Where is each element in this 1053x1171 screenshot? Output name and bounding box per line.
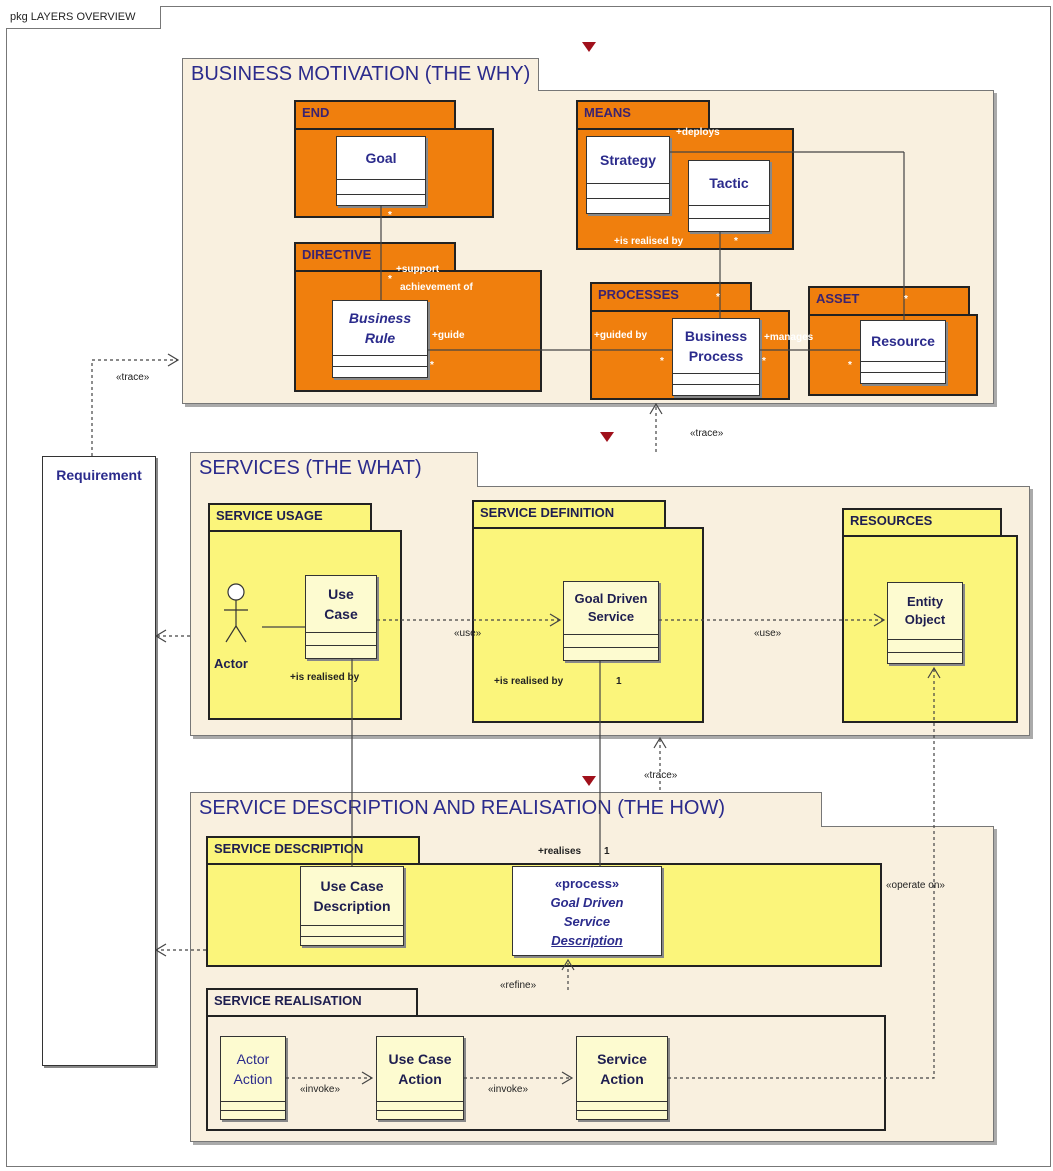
- package-resources-tab: RESOURCES: [842, 508, 1002, 537]
- class-service-action-line2: Action: [600, 1071, 644, 1087]
- label-deploys: +deploys: [676, 127, 720, 138]
- class-business-rule-line2: Rule: [364, 330, 396, 346]
- class-business-process[interactable]: Business Process: [672, 318, 760, 396]
- package-end-tab: END: [294, 100, 456, 130]
- class-goal-driven-service[interactable]: Goal Driven Service: [563, 581, 659, 661]
- label-guided-by: +guided by: [594, 330, 648, 341]
- class-use-case-description[interactable]: Use Case Description: [300, 866, 404, 946]
- class-resource[interactable]: Resource: [860, 320, 946, 384]
- class-business-process-line1: Business: [684, 328, 748, 344]
- actor-figure[interactable]: [218, 582, 258, 672]
- label-guide: +guide: [432, 330, 465, 341]
- package-service-realisation-tab: SERVICE REALISATION: [206, 988, 418, 1017]
- package-means-tab: MEANS: [576, 100, 710, 130]
- layer-realisation-title: SERVICE DESCRIPTION AND REALISATION (THE…: [190, 792, 822, 827]
- label-star-f: *: [716, 292, 720, 303]
- label-invoke-1: «invoke»: [300, 1084, 341, 1095]
- package-processes-tab: PROCESSES: [590, 282, 752, 312]
- label-star-b: *: [734, 236, 738, 247]
- label-operate-on: «operate on»: [886, 880, 945, 891]
- class-use-case[interactable]: Use Case: [305, 575, 377, 659]
- class-actor-action[interactable]: Actor Action: [220, 1036, 286, 1120]
- package-directive-tab: DIRECTIVE: [294, 242, 456, 272]
- class-strategy-name: Strategy: [599, 152, 657, 168]
- label-realises: +realises: [538, 846, 582, 857]
- class-goal-driven-service-line2: Service: [587, 609, 635, 624]
- package-asset-tab: ASSET: [808, 286, 970, 316]
- package-service-definition-tab: SERVICE DEFINITION: [472, 500, 666, 529]
- label-invoke-2: «invoke»: [488, 1084, 529, 1095]
- class-use-case-description-line1: Use Case: [320, 878, 384, 894]
- actor-label: Actor: [214, 656, 248, 671]
- label-star-a: *: [388, 210, 392, 221]
- class-requirement[interactable]: Requirement: [42, 456, 156, 1066]
- insertion-marker-1: [582, 42, 596, 52]
- class-business-rule[interactable]: Business Rule: [332, 300, 428, 378]
- class-requirement-name: Requirement: [56, 467, 142, 483]
- class-use-case-line1: Use: [328, 586, 354, 602]
- class-service-action[interactable]: Service Action: [576, 1036, 668, 1120]
- gdsd-line1: Goal Driven: [550, 895, 624, 910]
- label-star-i: *: [848, 360, 852, 371]
- class-actor-action-line2: Action: [233, 1071, 273, 1087]
- label-star-e: *: [660, 356, 664, 367]
- frame-title: pkg LAYERS OVERVIEW: [6, 6, 161, 29]
- class-resource-name: Resource: [871, 333, 935, 349]
- label-one-a: 1: [616, 676, 622, 687]
- class-service-action-line1: Service: [597, 1051, 647, 1067]
- label-star-g: *: [762, 356, 766, 367]
- insertion-marker-2: [600, 432, 614, 442]
- class-use-case-action[interactable]: Use Case Action: [376, 1036, 464, 1120]
- package-service-realisation[interactable]: [206, 1015, 886, 1131]
- label-trace-left: «trace»: [116, 372, 150, 383]
- label-is-realised-by-gds: +is realised by: [494, 676, 564, 687]
- label-support: +support: [396, 264, 440, 275]
- label-star-c: *: [388, 274, 392, 285]
- label-use-1: «use»: [454, 628, 482, 639]
- label-manages: +manages: [764, 332, 814, 343]
- class-use-case-line2: Case: [324, 606, 358, 622]
- label-trace-mid: «trace»: [690, 428, 724, 439]
- label-is-realised-by-top: +is realised by: [614, 236, 684, 247]
- class-tactic-name: Tactic: [709, 175, 749, 191]
- actor-icon: [224, 583, 248, 643]
- class-entity-object-line2: Object: [904, 612, 946, 627]
- class-strategy[interactable]: Strategy: [586, 136, 670, 214]
- label-trace-low: «trace»: [644, 770, 678, 781]
- label-star-d: *: [430, 360, 434, 371]
- gdsd-line3: Description: [551, 933, 623, 948]
- class-goal-driven-service-description[interactable]: «process» Goal Driven Service Descriptio…: [512, 866, 662, 956]
- class-goal[interactable]: Goal: [336, 136, 426, 206]
- label-is-realised-by-uc: +is realised by: [290, 672, 360, 683]
- package-service-usage-tab: SERVICE USAGE: [208, 503, 372, 532]
- gdsd-stereotype: «process»: [554, 876, 620, 891]
- label-use-2: «use»: [754, 628, 782, 639]
- layer-services-title: SERVICES (THE WHAT): [190, 452, 478, 487]
- package-service-description-tab: SERVICE DESCRIPTION: [206, 836, 420, 865]
- label-star-h: *: [904, 294, 908, 305]
- diagram-frame: [6, 6, 1051, 1167]
- class-actor-action-line1: Actor: [236, 1051, 270, 1067]
- layer-motivation-title: BUSINESS MOTIVATION (THE WHY): [182, 58, 540, 91]
- gdsd-line2: Service: [563, 914, 611, 929]
- class-entity-object-line1: Entity: [906, 594, 944, 609]
- class-use-case-action-line1: Use Case: [388, 1051, 452, 1067]
- class-goal-driven-service-line1: Goal Driven: [574, 591, 648, 606]
- label-refine: «refine»: [500, 980, 537, 991]
- class-business-process-line2: Process: [688, 348, 744, 364]
- label-one-b: 1: [604, 846, 610, 857]
- class-goal-name: Goal: [365, 150, 397, 166]
- class-business-rule-line1: Business: [348, 310, 412, 326]
- class-use-case-action-line2: Action: [398, 1071, 442, 1087]
- class-entity-object[interactable]: Entity Object: [887, 582, 963, 664]
- class-tactic[interactable]: Tactic: [688, 160, 770, 232]
- insertion-marker-3: [582, 776, 596, 786]
- class-use-case-description-line2: Description: [313, 898, 391, 914]
- label-achievement-of: achievement of: [400, 282, 473, 293]
